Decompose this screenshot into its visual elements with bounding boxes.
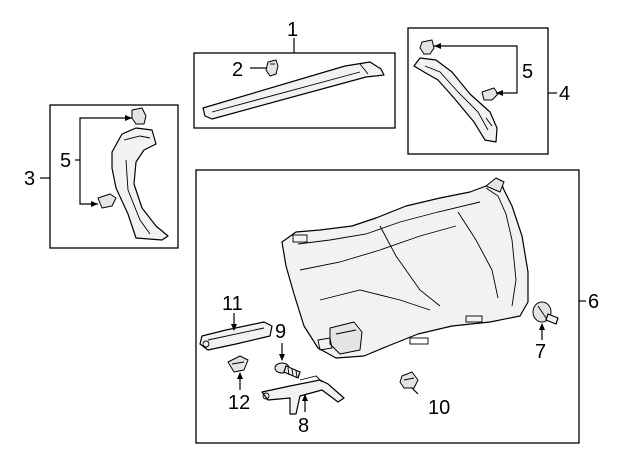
group-box-4-frame xyxy=(407,27,549,155)
part-push-clip-7[interactable] xyxy=(532,301,559,325)
callout-9[interactable]: 9 xyxy=(275,321,286,343)
callout-7[interactable]: 7 xyxy=(535,341,546,363)
callout-2[interactable]: 2 xyxy=(232,59,243,81)
group-box-6: 6 7 xyxy=(195,169,599,444)
callout-1[interactable]: 1 xyxy=(287,19,298,41)
part-right-pillar-trim[interactable] xyxy=(413,57,498,143)
part-pull-handle-11[interactable] xyxy=(199,321,273,351)
arrowhead xyxy=(231,324,237,331)
part-clip-5-lower-left[interactable] xyxy=(97,193,117,209)
group-box-3: 3 5 xyxy=(24,104,179,249)
callout-6[interactable]: 6 xyxy=(588,291,599,313)
part-clip-5-upper-left[interactable] xyxy=(131,107,147,125)
arrowhead xyxy=(434,43,441,49)
part-bracket-8[interactable] xyxy=(261,375,345,415)
part-clip-2[interactable] xyxy=(265,59,279,77)
callout-5-left[interactable]: 5 xyxy=(60,150,71,172)
arrowhead xyxy=(496,90,503,96)
leader-line-10 xyxy=(411,387,419,395)
bracket-leader-5-right xyxy=(434,45,518,94)
arrowhead xyxy=(539,323,545,330)
arrowhead xyxy=(302,394,308,401)
part-screw-9[interactable] xyxy=(274,362,301,379)
group-box-1: 1 2 xyxy=(193,19,396,129)
group-box-4: 4 5 xyxy=(407,27,570,155)
arrowhead xyxy=(279,354,285,361)
part-clip-12[interactable] xyxy=(227,355,249,373)
callout-11[interactable]: 11 xyxy=(222,293,243,315)
arrowhead xyxy=(91,201,98,207)
group-box-3-frame xyxy=(49,104,179,249)
arrowhead xyxy=(237,372,243,379)
part-nut-clip-10[interactable] xyxy=(399,371,419,389)
callout-10[interactable]: 10 xyxy=(428,397,450,419)
group-box-6-frame xyxy=(195,169,580,444)
part-clip-5-upper-right[interactable] xyxy=(419,39,435,55)
callout-12[interactable]: 12 xyxy=(228,392,250,414)
callout-4[interactable]: 4 xyxy=(559,83,570,105)
arrowhead xyxy=(125,115,132,121)
callout-3[interactable]: 3 xyxy=(24,168,35,190)
callout-8[interactable]: 8 xyxy=(298,415,309,437)
part-left-pillar-trim[interactable] xyxy=(111,127,169,241)
bracket-leader-5-left xyxy=(79,117,132,205)
callout-5-right[interactable]: 5 xyxy=(522,61,533,83)
part-clip-5-lower-right[interactable] xyxy=(481,87,499,101)
part-upper-trim-panel[interactable] xyxy=(202,61,385,120)
part-liftgate-trim-panel[interactable] xyxy=(281,177,529,359)
